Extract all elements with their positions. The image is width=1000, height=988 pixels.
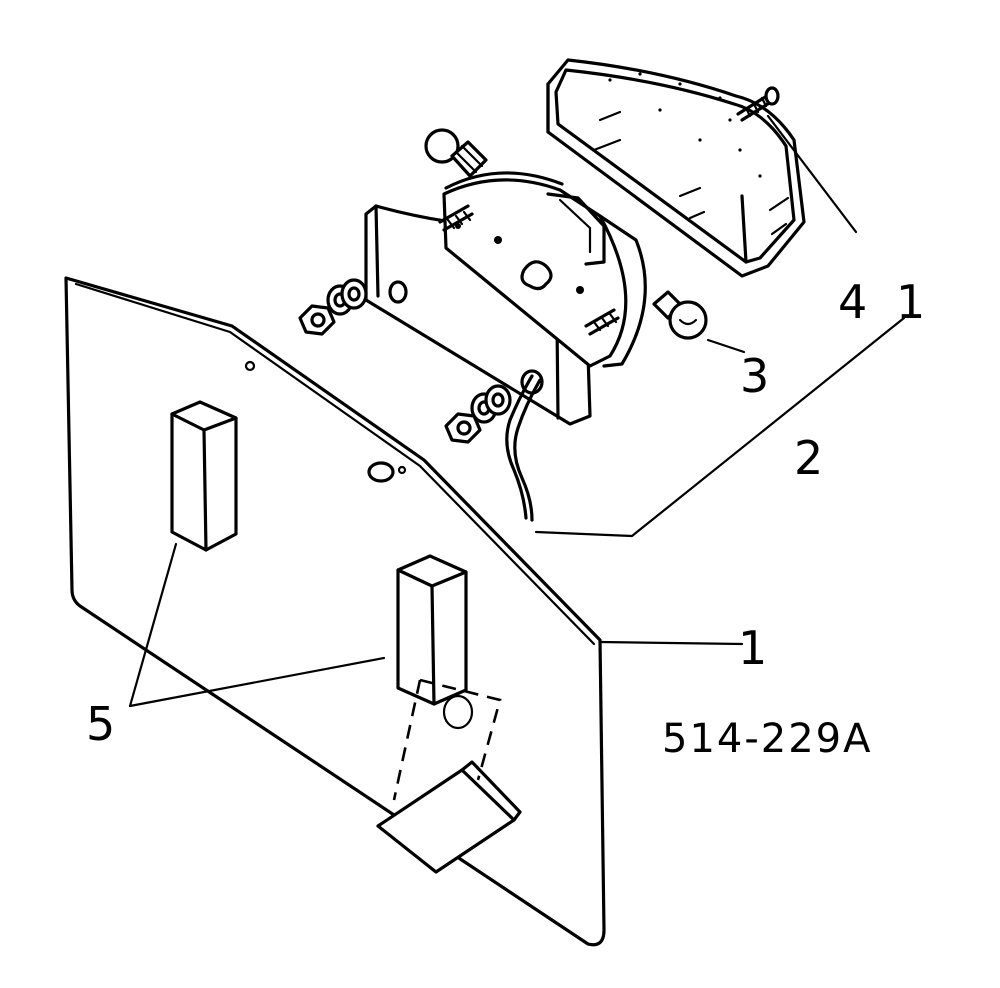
nuts-washers-upper xyxy=(298,278,368,336)
callout-bulb: 3 xyxy=(740,349,769,403)
base-stud-left xyxy=(438,204,474,232)
nuts-washers-lower xyxy=(444,384,512,444)
lamp-wire xyxy=(505,374,542,522)
leader-3 xyxy=(706,338,746,354)
leader-5a xyxy=(128,542,178,708)
leader-4 xyxy=(766,114,858,234)
leader-1 xyxy=(598,640,744,646)
folded-tab xyxy=(376,760,522,874)
callout-screw-assembly-mark: 1 xyxy=(896,275,925,329)
hidden-bracket xyxy=(392,678,502,801)
callout-screw: 4 xyxy=(838,275,867,329)
base-stud-right xyxy=(584,308,620,336)
callout-spacer-blocks: 5 xyxy=(86,697,115,751)
bulb-top xyxy=(424,128,488,178)
lamp-base-plate xyxy=(442,171,647,368)
mounting-plate xyxy=(64,276,606,947)
spacer-block-lower xyxy=(396,554,468,706)
callout-lamp-assembly: 2 xyxy=(794,431,823,485)
spacer-block-upper xyxy=(170,400,238,552)
leader-lines xyxy=(128,114,906,708)
screw-4 xyxy=(736,86,780,122)
leader-5b xyxy=(128,656,386,708)
leader-2 xyxy=(534,316,906,538)
bulb-3 xyxy=(652,290,708,340)
drawing-number: 514-229A xyxy=(662,716,873,762)
callout-plate: 1 xyxy=(738,621,767,675)
